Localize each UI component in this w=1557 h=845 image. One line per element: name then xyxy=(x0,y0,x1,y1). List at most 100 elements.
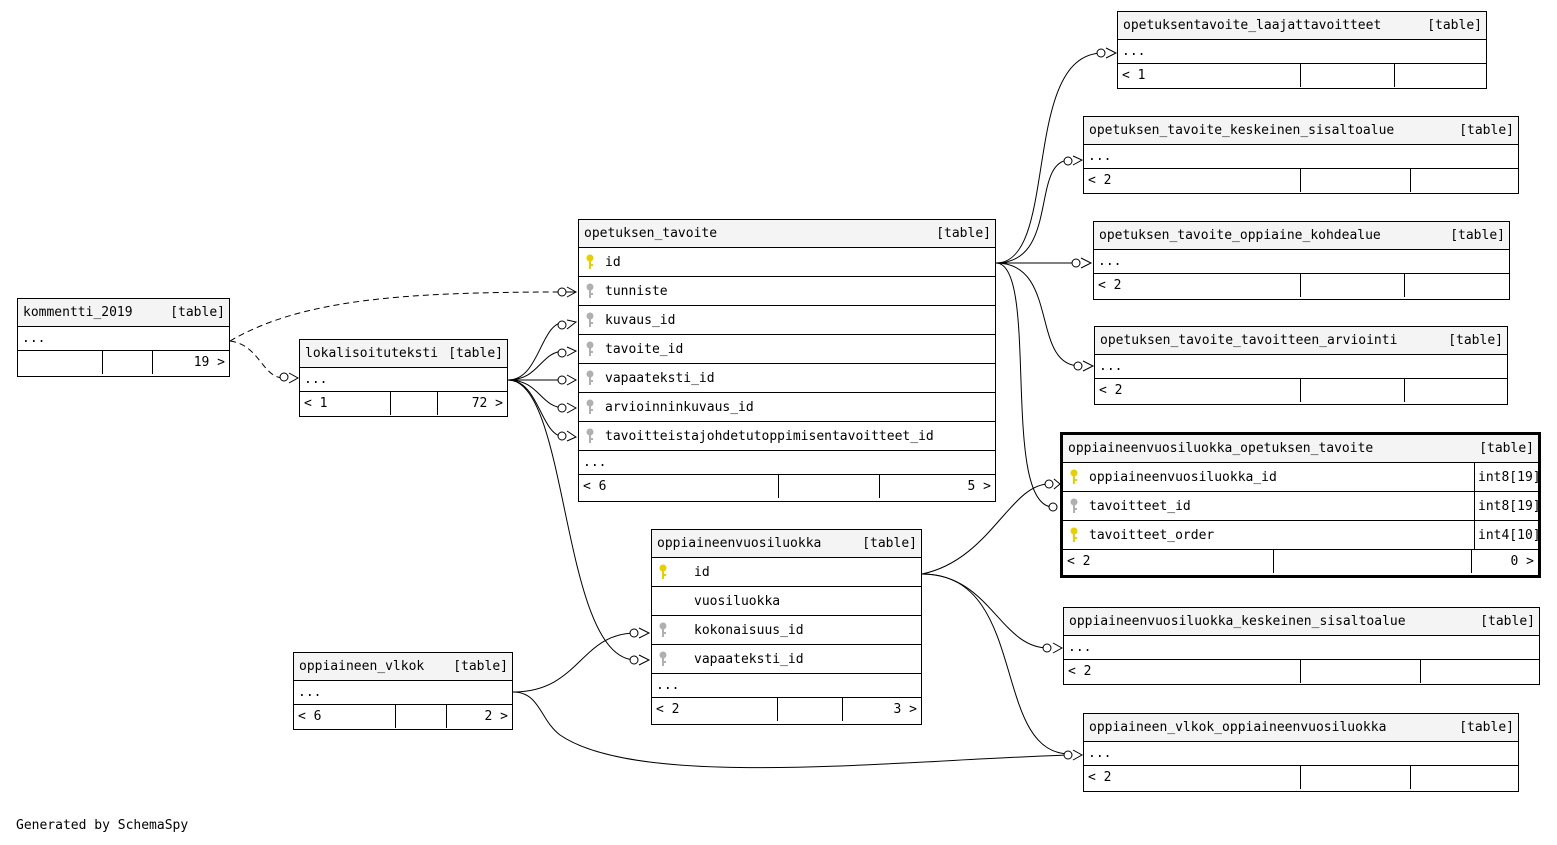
table-type-label: [table] xyxy=(936,226,991,241)
column-name: kuvaus_id xyxy=(605,312,676,328)
table-footer: 19 > xyxy=(18,351,229,374)
column-row[interactable]: vapaateksti_id xyxy=(652,645,921,674)
table-type-label: [table] xyxy=(1448,333,1503,348)
table-header: opetuksen_tavoite [table] xyxy=(579,220,995,248)
edge-kommentti-opetuksen-tavoite xyxy=(229,291,563,342)
column-name: id xyxy=(605,254,621,270)
table-lokalisoituteksti[interactable]: lokalisoituteksti[table] ... < 1 72 > xyxy=(299,339,508,417)
column-type: int8[19] xyxy=(1474,492,1541,520)
footer-middle xyxy=(395,705,446,728)
table-header: oppiaineenvuosiluokka [table] xyxy=(652,530,921,558)
table-oppiaineen-vlkok-oppiaineenvuosiluokka[interactable]: oppiaineen_vlkok_oppiaineenvuosiluokka[t… xyxy=(1083,713,1519,792)
foreign-key-icon xyxy=(652,622,674,638)
column-row[interactable]: tavoite_id xyxy=(579,335,995,364)
footer-middle xyxy=(777,698,842,721)
footer-children xyxy=(1410,766,1518,789)
column-row[interactable]: tavoitteistajohdetutoppimisentavoitteet_… xyxy=(579,422,995,451)
footer-parents: < 2 xyxy=(1098,278,1122,293)
table-type-label: [table] xyxy=(448,346,503,361)
primary-key-icon xyxy=(1063,469,1085,485)
primary-key-icon xyxy=(1063,527,1085,543)
foreign-key-icon xyxy=(579,428,601,444)
table-footer: < 2 3 > xyxy=(652,698,921,721)
table-more-columns: ... xyxy=(300,368,507,392)
table-header: opetuksen_tavoite_tavoitteen_arviointi [t… xyxy=(1095,327,1507,355)
footer-middle xyxy=(1300,379,1404,402)
table-opetuksen-tavoite-keskeinen-sisaltoalue[interactable]: opetuksen_tavoite_keskeinen_sisaltoalue[… xyxy=(1083,116,1519,194)
foreign-key-icon xyxy=(579,283,601,299)
footer-parents: < 2 xyxy=(1088,173,1112,188)
table-header: kommentti_2019[table] xyxy=(18,299,229,327)
table-name: opetuksentavoite_laajattavoitteet xyxy=(1123,18,1382,33)
table-name: oppiaineenvuosiluokka xyxy=(657,536,822,551)
table-oppiaineenvuosiluokka[interactable]: oppiaineenvuosiluokka [table] id vuosiluo… xyxy=(651,529,922,725)
table-kommentti-2019[interactable]: kommentti_2019[table] ... 19 > xyxy=(17,298,230,377)
edge-lok-kuvaus xyxy=(507,321,566,381)
table-footer: < 6 5 > xyxy=(579,475,995,498)
footer-children: 3 > xyxy=(842,698,921,721)
table-footer: < 2 0 > xyxy=(1063,550,1538,573)
table-name: opetuksen_tavoite_tavoitteen_arviointi xyxy=(1100,333,1398,348)
column-row[interactable]: arvioinninkuvaus_id xyxy=(579,393,995,422)
table-type-label: [table] xyxy=(1479,441,1534,456)
foreign-key-icon xyxy=(579,341,601,357)
table-footer: < 6 2 > xyxy=(294,705,512,728)
footer-parents: < 2 xyxy=(1099,383,1123,398)
edge-ot-keskeinen xyxy=(995,159,1071,264)
column-name: tavoitteet_id xyxy=(1089,498,1191,514)
edge-vlkok-kokonaisuus xyxy=(512,632,637,693)
table-footer: < 2 xyxy=(1064,660,1539,683)
table-more-columns: ... xyxy=(1064,636,1539,660)
table-type-label: [table] xyxy=(862,536,917,551)
table-header: oppiaineen_vlkok_oppiaineenvuosiluokka[t… xyxy=(1084,714,1518,742)
footer-parents xyxy=(18,351,102,374)
column-name: tavoite_id xyxy=(605,341,684,357)
footer-parents: < 6 xyxy=(298,709,322,724)
column-row[interactable]: vuosiluokka xyxy=(652,587,921,616)
column-name: arvioinninkuvaus_id xyxy=(605,399,754,415)
column-name: oppiaineenvuosiluokka_id xyxy=(1089,469,1277,485)
column-name: tunniste xyxy=(605,283,668,299)
column-row[interactable]: kuvaus_id xyxy=(579,306,995,335)
column-row[interactable]: id xyxy=(579,248,995,277)
footer-parents: < 2 xyxy=(1067,554,1091,569)
table-opetuksen-tavoite[interactable]: opetuksen_tavoite [table] id tunniste kuv… xyxy=(578,219,996,502)
primary-key-icon xyxy=(579,254,601,270)
edge-lok-tavoitteista xyxy=(507,379,566,438)
table-more-columns: ... xyxy=(1094,250,1509,274)
table-name: oppiaineen_vlkok_oppiaineenvuosiluokka xyxy=(1089,720,1387,735)
column-row[interactable]: vapaateksti_id xyxy=(579,364,995,393)
table-more-columns: ... xyxy=(1118,40,1486,64)
column-row[interactable]: kokonaisuus_id xyxy=(652,616,921,645)
column-row[interactable]: tavoitteet_id int8[19] xyxy=(1063,492,1541,521)
footer-middle xyxy=(778,475,879,498)
table-oppiaineenvuosiluokka-opetuksen-tavoite[interactable]: oppiaineenvuosiluokka_opetuksen_tavoite[… xyxy=(1060,432,1541,578)
table-type-label: [table] xyxy=(170,305,225,320)
table-footer: < 1 xyxy=(1118,64,1486,87)
table-footer: < 2 xyxy=(1084,766,1518,789)
foreign-key-icon xyxy=(1063,498,1085,514)
footer-children xyxy=(1410,169,1518,192)
table-header: opetuksen_tavoite_keskeinen_sisaltoalue[… xyxy=(1084,117,1518,145)
foreign-key-icon xyxy=(579,312,601,328)
table-oppiaineen-vlkok[interactable]: oppiaineen_vlkok[table] ... < 6 2 > xyxy=(293,652,513,730)
footer-parents: < 1 xyxy=(304,396,328,411)
table-opetuksen-tavoite-oppiaine-kohdealue[interactable]: opetuksen_tavoite_oppiaine_kohdealue[tab… xyxy=(1093,221,1510,300)
table-opetuksen-tavoite-tavoitteen-arviointi[interactable]: opetuksen_tavoite_tavoitteen_arviointi [t… xyxy=(1094,326,1508,405)
footer-middle xyxy=(390,392,437,415)
table-name: opetuksen_tavoite xyxy=(584,226,718,241)
table-opetuksentavoite-laajattavoitteet[interactable]: opetuksentavoite_laajattavoitteet[table]… xyxy=(1117,11,1487,89)
column-row[interactable]: tunniste xyxy=(579,277,995,306)
footer-parents: < 2 xyxy=(1068,664,1092,679)
table-oppiaineenvuosiluokka-keskeinen-sisaltoalue[interactable]: oppiaineenvuosiluokka_keskeinen_sisaltoa… xyxy=(1063,607,1540,685)
column-type: int4[10] xyxy=(1474,521,1541,549)
table-type-label: [table] xyxy=(1450,228,1505,243)
column-row[interactable]: id xyxy=(652,558,921,587)
footer-children: 5 > xyxy=(879,475,995,498)
table-header: lokalisoituteksti[table] xyxy=(300,340,507,368)
edge-kommentti-lokalisoituteksti xyxy=(229,340,285,379)
footer-parents: < 1 xyxy=(1122,68,1146,83)
